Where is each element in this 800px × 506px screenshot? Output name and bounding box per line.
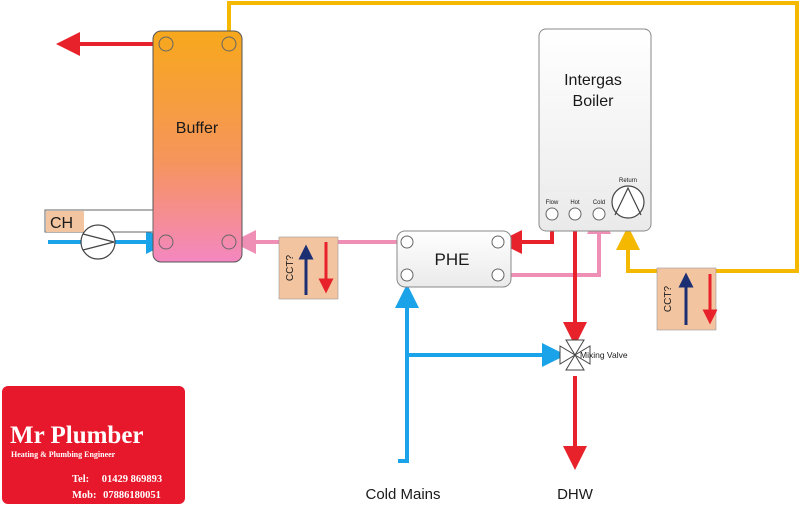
boiler-flow-pipe — [227, 1, 799, 273]
tel-number: 01429 869893 — [101, 474, 163, 485]
business-card-subtitle: Heating & Plumbing Engineer — [11, 450, 116, 459]
boiler-port-hot — [568, 207, 582, 221]
cct-sensor-left: CCT? — [278, 236, 339, 300]
phe-to-boiler-cold-pipe — [500, 210, 611, 277]
ch-label: CH — [50, 215, 73, 232]
phe-label: PHE — [435, 250, 470, 269]
intergas-boiler — [538, 28, 652, 232]
mixing-valve-label: Mixing Valve — [580, 350, 628, 360]
buffer-label: Buffer — [176, 120, 219, 137]
dhw-label: DHW — [557, 486, 594, 503]
mixing-valve-icon — [559, 339, 591, 371]
phe-port-top-left — [400, 235, 414, 249]
boiler-port-hot-label: Hot — [570, 200, 580, 206]
business-card-tel: Tel: 01429 869893 — [72, 474, 162, 485]
phe-port-bottom-left — [400, 268, 414, 282]
mob-label: Mob: — [72, 490, 97, 501]
boiler-label-line2: Boiler — [573, 93, 615, 110]
business-card-name: Mr Plumber — [10, 422, 144, 449]
boiler-label-line1: Intergas — [564, 72, 622, 89]
buffer-tank — [152, 30, 243, 263]
buffer-port-bottom-left — [158, 234, 174, 250]
cct-right-label: CCT? — [663, 286, 674, 313]
boiler-port-return-label: Return — [619, 178, 637, 184]
phe-heat-exchanger — [396, 230, 512, 288]
cct-left-label: CCT? — [285, 255, 296, 282]
phe-port-top-right — [491, 235, 505, 249]
business-card: Mr Plumber Heating & Plumbing Engineer T… — [2, 386, 185, 504]
boiler-port-cold — [592, 207, 606, 221]
buffer-port-top-right — [221, 36, 237, 52]
ch-pump-icon — [80, 224, 116, 260]
phe-port-bottom-right — [491, 268, 505, 282]
mob-number: 07886180051 — [103, 490, 161, 501]
ch-label-fill — [46, 211, 84, 232]
tel-label: Tel: — [72, 474, 90, 485]
business-card-mob: Mob: 07886180051 — [72, 490, 161, 501]
cold-mains-label: Cold Mains — [365, 486, 440, 503]
buffer-port-bottom-right — [221, 234, 237, 250]
boiler-port-cold-label: Cold — [593, 200, 605, 206]
buffer-port-top-left — [158, 36, 174, 52]
cct-sensor-right: CCT? — [656, 267, 718, 331]
boiler-port-flow — [545, 207, 559, 221]
boiler-pump-icon — [611, 185, 645, 219]
boiler-port-flow-label: Flow — [546, 200, 559, 206]
cold-mains-pipe — [395, 284, 419, 463]
